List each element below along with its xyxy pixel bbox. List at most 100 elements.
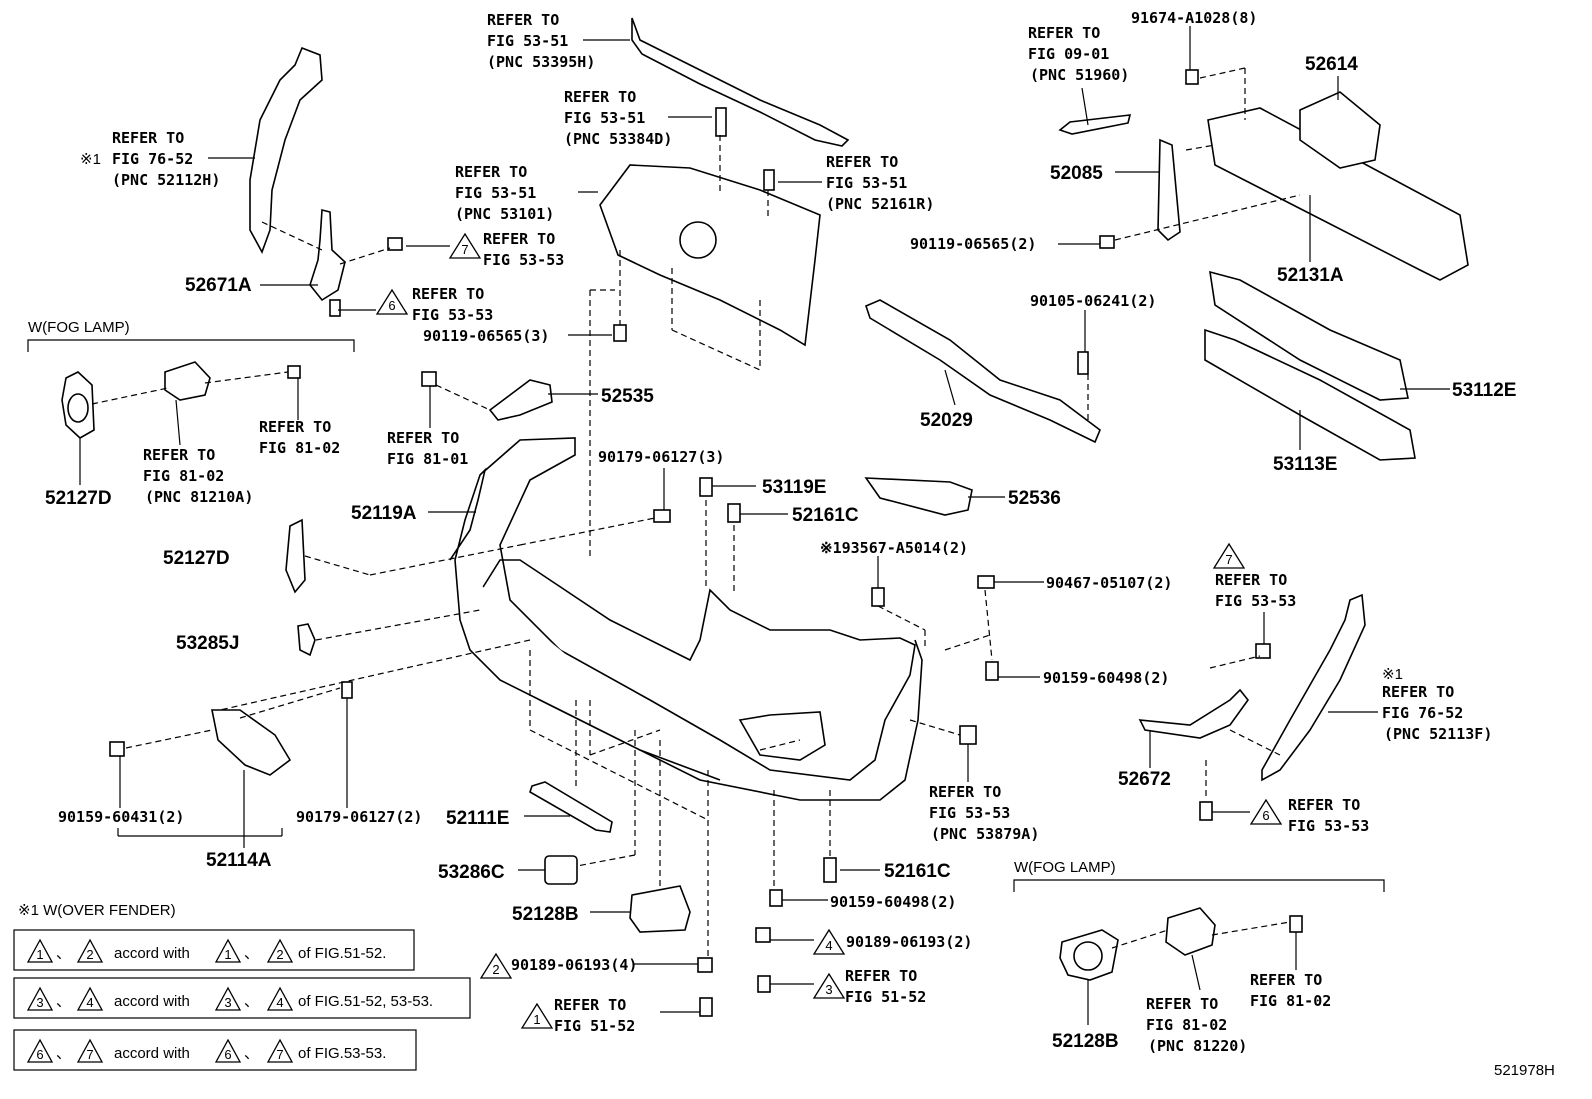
bumper-cover-part [464, 437, 923, 801]
pn-90179-06127-3: 90179-06127(3) [598, 448, 724, 466]
note-row-1-box [13, 929, 415, 971]
tri-1: 1 [533, 1012, 540, 1027]
note-row-2-sep2: 、 [244, 993, 259, 1010]
note-row-3-text: accord with [114, 1045, 190, 1062]
tri-6-right: 6 [1262, 808, 1269, 823]
ref-53395h-l2: FIG 53-51 [487, 32, 568, 50]
pn-52672: 52672 [1118, 769, 1171, 790]
ref-6-top-l2: FIG 53-53 [412, 306, 493, 324]
pn-90159-60431: 90159-60431(2) [58, 808, 184, 826]
lower-molding-part [529, 781, 613, 833]
side-bezel-part [285, 518, 306, 594]
ref-81-02-b-l2: FIG 81-02 [1250, 992, 1331, 1010]
ref-53395h-l1: REFER TO [487, 11, 559, 29]
pn-90467: 90467-05107(2) [1046, 574, 1172, 592]
note-row-2-tail: of FIG.51-52, 53-53. [298, 993, 433, 1010]
note-row-1-a: 1 [36, 947, 43, 962]
pn-53286c: 53286C [438, 862, 505, 883]
fog-cover-part [629, 885, 691, 933]
tri-7-top: 7 [461, 242, 468, 257]
ref-52112h-l3: (PNC 52112H) [112, 171, 220, 189]
ref-81-02-b-l1: REFER TO [1250, 971, 1322, 989]
pn-52131a: 52131A [1277, 265, 1344, 286]
ref-51-52-b-l2: FIG 51-52 [554, 1017, 635, 1035]
license-bracket-part [211, 709, 292, 776]
pn-90179-06127-2: 90179-06127(2) [296, 808, 422, 826]
pn-52161c-a: 52161C [792, 505, 859, 526]
dashed-lines [91, 67, 1301, 958]
ref-51-52-a-l1: REFER TO [845, 967, 917, 985]
ref-7-top-l2: FIG 53-53 [483, 251, 564, 269]
note-row-2-d: 4 [276, 995, 283, 1010]
ref-52113f-l2: FIG 76-52 [1382, 704, 1463, 722]
ref-81210a-l2: FIG 81-02 [143, 467, 224, 485]
pn-52128b-a: 52128B [512, 904, 579, 925]
ref-52113f-l0: ※1 [1382, 666, 1403, 683]
tri-2: 2 [492, 962, 499, 977]
ref-6-right-l1: REFER TO [1288, 796, 1360, 814]
ref-52113f-l3: (PNC 52113F) [1384, 725, 1492, 743]
ref-81220-l2: FIG 81-02 [1146, 1016, 1227, 1034]
ref-81220-l3: (PNC 81220) [1148, 1037, 1247, 1055]
ref-51960-l3: (PNC 51960) [1030, 66, 1129, 84]
bracket-52672-part [1138, 688, 1250, 739]
pn-52161c-b: 52161C [884, 861, 951, 882]
lower-grille-part [1209, 270, 1409, 401]
ref-7-right-l2: FIG 53-53 [1215, 592, 1296, 610]
note-row-3-box [13, 1029, 417, 1071]
ref-81210a-l1: REFER TO [143, 446, 215, 464]
note-row-1-tail: of FIG.51-52. [298, 945, 386, 962]
ref-7-right-l1: REFER TO [1215, 571, 1287, 589]
note-row-3-tail: of FIG.53-53. [298, 1045, 386, 1062]
bracket-52536-part [864, 477, 973, 516]
ref-51960-l2: FIG 09-01 [1028, 45, 1109, 63]
pn-90105-06241: 90105-06241(2) [1030, 292, 1156, 310]
radiator-grille-part [599, 164, 821, 347]
pn-91674: 91674-A1028(8) [1131, 9, 1257, 27]
ref-81-02-a-l1: REFER TO [259, 418, 331, 436]
ref-52113f-l1: REFER TO [1382, 683, 1454, 701]
ref-52161r-l2: FIG 53-51 [826, 174, 907, 192]
ref-51-52-a-l2: FIG 51-52 [845, 988, 926, 1006]
ref-53101-l2: FIG 53-51 [455, 184, 536, 202]
pn-52114a: 52114A [206, 850, 272, 871]
bracket-52671a-part [309, 208, 346, 302]
pn-90159-60498-a: 90159-60498(2) [1043, 669, 1169, 687]
ref-53384d-l1: REFER TO [564, 88, 636, 106]
fog-lamp-right-part [1165, 907, 1216, 956]
upper-molding-part [631, 17, 850, 147]
ref-53101-l1: REFER TO [455, 163, 527, 181]
ref-7-top-l1: REFER TO [483, 230, 555, 248]
note-row-3-sep: 、 [56, 1045, 71, 1062]
ref-81-02-a-l2: FIG 81-02 [259, 439, 340, 457]
pn-52111e: 52111E [446, 808, 509, 829]
note-row-1-c: 1 [224, 947, 231, 962]
ref-53384d-l2: FIG 53-51 [564, 109, 645, 127]
lower-grille-insert-part [1204, 328, 1416, 461]
ref-52112h-l1: REFER TO [112, 129, 184, 147]
note-row-1-sep2: 、 [244, 945, 259, 962]
note-row-1-d: 2 [276, 947, 283, 962]
fender-liner-left-part [249, 46, 323, 254]
pn-52536: 52536 [1008, 488, 1061, 509]
pn-90159-60498-b: 90159-60498(2) [830, 893, 956, 911]
fog-lamp-right: W(FOG LAMP) [1014, 859, 1116, 876]
pn-90189-06193-2: 90189-06193(2) [846, 933, 972, 951]
ref-81220-l1: REFER TO [1146, 995, 1218, 1013]
pn-52119a: 52119A [351, 503, 417, 524]
note-over-fender: ※1 W(OVER FENDER) [18, 902, 176, 919]
notes-block: ※1 W(OVER FENDER) 1 、 2 accord with 1 、 … [13, 902, 471, 1071]
absorber-part [1299, 91, 1381, 169]
tri-7-right: 7 [1225, 552, 1232, 567]
ref-81-01-l2: FIG 81-01 [387, 450, 468, 468]
ref-53384d-l3: (PNC 53384D) [564, 130, 672, 148]
pn-90119-06565-3: 90119-06565(3) [423, 327, 549, 345]
pn-52127d-b: 52127D [163, 548, 230, 569]
note-row-1-text: accord with [114, 945, 190, 962]
pn-53113e: 53113E [1273, 454, 1337, 475]
reinforcement-part [1207, 107, 1469, 281]
ref-53101-l3: (PNC 53101) [455, 205, 554, 223]
bracket-52535-part [488, 379, 553, 421]
fasteners [109, 69, 1303, 1017]
note-row-1-sep: 、 [56, 945, 71, 962]
